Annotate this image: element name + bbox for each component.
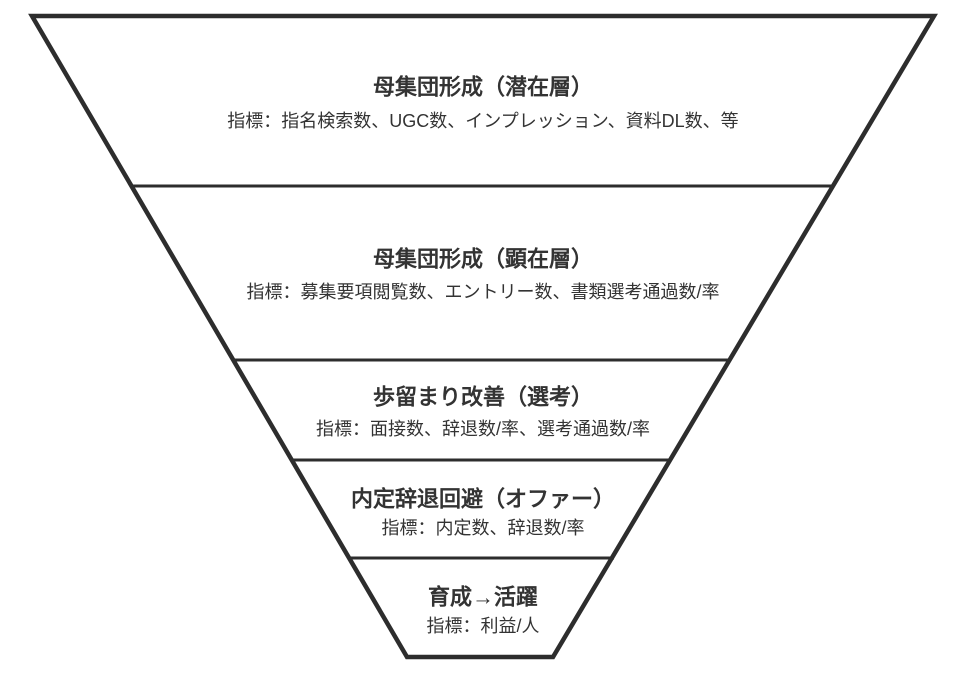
tier-4-title: 内定辞退回避（オファー） <box>351 487 615 512</box>
tier-5-metrics: 指標：利益/人 <box>426 616 539 636</box>
tier-4-metrics: 指標：内定数、辞退数/率 <box>382 518 585 538</box>
tier-2-title: 母集団形成（顕在層） <box>373 247 593 272</box>
tier-1-metrics: 指標：指名検索数、UGC数、インプレッション、資料DL数、等 <box>227 111 738 131</box>
tier-2-metrics: 指標：募集要項閲覧数、エントリー数、書類選考通過数/率 <box>247 282 720 302</box>
tier-3-metrics: 指標：面接数、辞退数/率、選考通過数/率 <box>316 419 650 439</box>
tier-1-title: 母集団形成（潜在層） <box>373 75 593 100</box>
tier-3-title: 歩留まり改善（選考） <box>373 385 593 410</box>
funnel-outline <box>28 13 938 660</box>
tier-5-title: 育成→活躍 <box>428 585 538 610</box>
